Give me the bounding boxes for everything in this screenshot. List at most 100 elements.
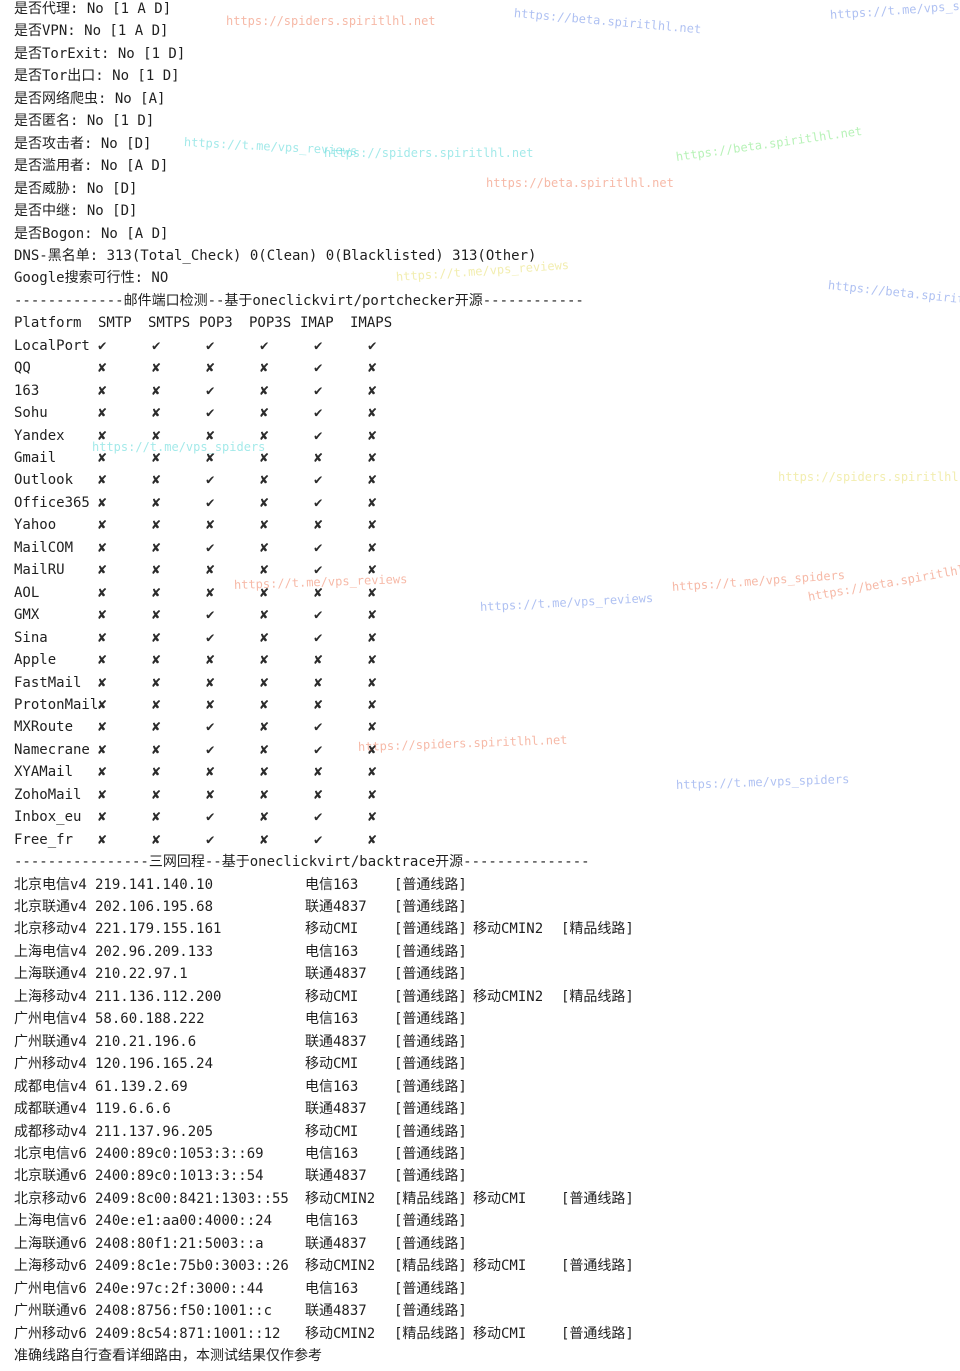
port-closed-icon: ✘ xyxy=(260,450,269,466)
port-closed-icon: ✘ xyxy=(98,562,107,579)
port-open-icon: ✔ xyxy=(314,405,323,422)
info-line: 是否匿名: No [1 D] xyxy=(14,113,155,130)
port-open-icon: ✔ xyxy=(260,337,269,354)
port-open-icon: ✔ xyxy=(98,337,107,354)
column-header: IMAPS xyxy=(350,315,393,332)
port-closed-icon: ✘ xyxy=(314,786,323,803)
platform-name: ZohoMail xyxy=(14,786,82,803)
trace-name: 北京电信v4 xyxy=(14,876,87,893)
port-closed-icon: ✘ xyxy=(152,696,161,713)
trace-isp1: 联通4837 xyxy=(305,1168,367,1185)
platform-name: Namecrane xyxy=(14,741,90,758)
trace-isp2: 移动CMI xyxy=(473,1258,527,1275)
trace-ip: 2408:80f1:21:5003::a xyxy=(95,1235,264,1252)
trace-ip: 211.136.112.200 xyxy=(95,988,222,1005)
port-open-icon: ✔ xyxy=(206,382,215,399)
mail-table-row: QQ✘✘✘✘✔✘ xyxy=(14,357,954,379)
trace-route1: [精品线路] xyxy=(394,1190,467,1207)
platform-name: FastMail xyxy=(14,674,82,691)
port-closed-icon: ✘ xyxy=(368,450,377,466)
port-open-icon: ✔ xyxy=(314,831,323,848)
port-closed-icon: ✘ xyxy=(152,674,161,691)
info-line: Google搜索可行性: NO xyxy=(14,270,169,287)
port-closed-icon: ✘ xyxy=(206,517,215,534)
port-closed-icon: ✘ xyxy=(98,584,107,601)
port-closed-icon: ✘ xyxy=(260,562,269,579)
trace-isp1: 联通4837 xyxy=(305,1033,367,1050)
port-closed-icon: ✘ xyxy=(152,382,161,399)
trace-route1: [普通线路] xyxy=(394,1123,467,1140)
port-open-icon: ✔ xyxy=(314,539,323,556)
port-open-icon: ✔ xyxy=(206,629,215,646)
platform-name: AOL xyxy=(14,584,40,601)
port-closed-icon: ✘ xyxy=(206,584,215,601)
port-closed-icon: ✘ xyxy=(152,809,161,826)
port-closed-icon: ✘ xyxy=(260,472,269,489)
trace-route2: [普通线路] xyxy=(561,1258,634,1275)
port-closed-icon: ✘ xyxy=(152,494,161,511)
mail-table-row: Namecrane✘✘✔✘✔✘ xyxy=(14,739,954,761)
port-closed-icon: ✘ xyxy=(368,539,377,556)
port-open-icon: ✔ xyxy=(206,472,215,489)
port-closed-icon: ✘ xyxy=(98,360,107,377)
port-closed-icon: ✘ xyxy=(98,764,107,781)
trace-name: 上海移动v6 xyxy=(14,1258,87,1275)
port-open-icon: ✔ xyxy=(314,382,323,399)
port-closed-icon: ✘ xyxy=(260,517,269,534)
trace-route1: [精品线路] xyxy=(394,1325,467,1342)
port-closed-icon: ✘ xyxy=(314,517,323,534)
port-open-icon: ✔ xyxy=(314,629,323,646)
port-closed-icon: ✘ xyxy=(260,809,269,826)
port-closed-icon: ✘ xyxy=(260,831,269,848)
trace-name: 上海联通v6 xyxy=(14,1235,87,1252)
port-closed-icon: ✘ xyxy=(206,427,215,444)
trace-isp1: 电信163 xyxy=(305,1213,359,1230)
trace-ip: 61.139.2.69 xyxy=(95,1078,188,1095)
platform-name: Sina xyxy=(14,629,48,646)
port-open-icon: ✔ xyxy=(152,337,161,354)
trace-ip: 210.21.196.6 xyxy=(95,1033,197,1050)
trace-name: 成都移动v4 xyxy=(14,1123,87,1140)
port-closed-icon: ✘ xyxy=(98,696,107,713)
trace-ip: 2409:8c54:871:1001::12 xyxy=(95,1325,281,1342)
port-closed-icon: ✘ xyxy=(314,450,323,466)
trace-ip: 2409:8c1e:75b0:3003::26 xyxy=(95,1258,289,1275)
info-line: 是否VPN: No [1 A D] xyxy=(14,23,169,40)
trace-isp1: 移动CMIN2 xyxy=(305,1258,376,1275)
port-closed-icon: ✘ xyxy=(152,764,161,781)
trace-isp1: 电信163 xyxy=(305,1280,359,1297)
trace-isp2: 移动CMIN2 xyxy=(473,988,544,1005)
trace-route1: [精品线路] xyxy=(394,1258,467,1275)
trace-route2: [普通线路] xyxy=(561,1325,634,1342)
port-closed-icon: ✘ xyxy=(368,494,377,511)
mail-table-row: XYAMail✘✘✘✘✘✘ xyxy=(14,761,954,783)
trace-isp1: 移动CMI xyxy=(305,988,359,1005)
trace-isp1: 电信163 xyxy=(305,1078,359,1095)
port-closed-icon: ✘ xyxy=(368,809,377,826)
port-closed-icon: ✘ xyxy=(206,674,215,691)
trace-route1: [普通线路] xyxy=(394,988,467,1005)
trace-ip: 202.96.209.133 xyxy=(95,943,214,960)
platform-name: XYAMail xyxy=(14,764,74,781)
port-closed-icon: ✘ xyxy=(152,719,161,736)
mail-table-row: ZohoMail✘✘✘✘✘✘ xyxy=(14,784,954,806)
port-closed-icon: ✘ xyxy=(98,405,107,422)
port-open-icon: ✔ xyxy=(206,809,215,826)
trace-isp1: 联通4837 xyxy=(305,966,367,983)
trace-name: 广州电信v6 xyxy=(14,1280,87,1297)
port-closed-icon: ✘ xyxy=(260,674,269,691)
platform-name: LocalPort xyxy=(14,337,90,354)
info-line: 是否Tor出口: No [1 D] xyxy=(14,68,180,85)
trace-ip: 2400:89c0:1013:3::54 xyxy=(95,1168,264,1185)
port-closed-icon: ✘ xyxy=(368,719,377,736)
port-closed-icon: ✘ xyxy=(260,696,269,713)
port-closed-icon: ✘ xyxy=(368,696,377,713)
